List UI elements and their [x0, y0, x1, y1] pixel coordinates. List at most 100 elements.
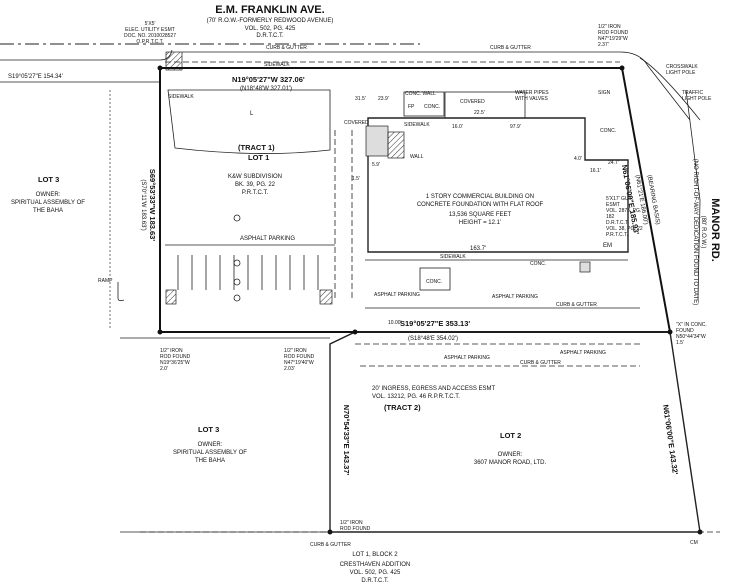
north-line-bearing: N19°05'27"W 327.06': [232, 75, 305, 84]
sidewalk-label-bldg: SIDEWALK: [404, 122, 430, 128]
traffic-1: TRAFFIC: [682, 90, 703, 96]
lot3-owner-top-2: SPIRITUAL ASSEMBLY OF: [11, 200, 85, 206]
x-found-4: 1.5': [676, 340, 684, 346]
sign-label: SIGN: [598, 90, 611, 96]
ramp-label: RAMP: [98, 278, 113, 284]
conc-wall-label: CONC. WALL: [405, 91, 436, 97]
curb-label-bottom: CURB & GUTTER: [310, 542, 351, 548]
ingress-2: VOL. 13212, PG. 46 R.P.R.T.C.T.: [372, 394, 460, 400]
curb-line-north: [182, 51, 691, 121]
far-left-bearing: S19°05'27"E 154.34': [8, 74, 63, 80]
lot3-owner-bottom-1: OWNER:: [198, 442, 223, 448]
asphalt-label-3: ASPHALT PARKING: [492, 294, 538, 300]
lot3-owner-bottom-3: THE BAHA: [195, 458, 225, 464]
asphalt-label-5: ASPHALT PARKING: [444, 355, 490, 361]
building-label-1: 1 STORY COMMERCIAL BUILDING ON: [426, 194, 534, 200]
subdivision-1: K&W SUBDIVISION: [228, 174, 282, 180]
dim-16-1: 16.1': [590, 168, 601, 174]
subdivision-3: P.R.T.C.T.: [242, 190, 269, 196]
dim-22: 22.5': [474, 110, 485, 116]
crosswalk-2: LIGHT POLE: [666, 70, 696, 76]
utility-esmt-3: DOC. NO. 2010028527: [124, 33, 176, 39]
transformer-pad: [579, 261, 591, 273]
dim-24: 24.7': [608, 160, 619, 166]
lot1-label: LOT 1: [248, 153, 269, 162]
south-line-rec: (S18°48'E 354.02'): [408, 336, 458, 342]
lot2-label: LOT 2: [500, 431, 521, 440]
dim-5: 5.9': [372, 162, 380, 168]
traffic-2: LIGHT POLE: [682, 96, 712, 102]
iron-ne-2: ROD FOUND: [598, 30, 629, 36]
tract2-east-bearing: N61°06'00"E 143.32': [661, 404, 680, 475]
conc-label-4: CONC.: [426, 279, 442, 285]
building-sqft: 13,536 SQUARE FEET: [449, 212, 512, 218]
guy-esmt-6: VOL. 38, PG. 22: [606, 226, 643, 232]
iron-sw-1: 1/2" IRON: [160, 348, 183, 354]
conc-wall-box: [403, 91, 445, 117]
utility-esmt-4: O.P.R.T.C.T.: [136, 39, 163, 45]
ingress-1: 20' INGRESS, EGRESS AND ACCESS ESMT: [372, 386, 496, 392]
guy-esmt-2: ESMT: [606, 202, 620, 208]
wall-label: WALL: [410, 154, 424, 160]
iron-bot-2: ROD FOUND: [340, 526, 371, 532]
street-east-row: (80' R.O.W.): [700, 216, 706, 249]
iron-ne-1: 1/2" IRON: [598, 24, 621, 30]
dim-31: 31.5': [355, 96, 366, 102]
landscape-area: [167, 89, 331, 154]
covered-label-east: COVERED: [460, 99, 485, 105]
conc-label-3: CONC.: [530, 261, 546, 267]
cresthaven-3: VOL. 502, PG. 425: [350, 570, 401, 576]
street-east-name: MANOR RD.: [709, 198, 721, 262]
street-east-note: (NO RIGHT-OF-WAY DEDICATION FOUND TO DAT…: [692, 159, 698, 305]
tract1-label: (TRACT 1): [238, 143, 275, 152]
conc-pad: [419, 267, 451, 291]
lot3-owner-top-3: THE BAHA: [33, 208, 63, 214]
cresthaven-1: LOT 1, BLOCK 2: [352, 552, 398, 558]
dim-23: 23.9': [378, 96, 389, 102]
building-label-2: CONCRETE FOUNDATION WITH FLAT ROOF: [417, 202, 544, 208]
street-north-vol: VOL. 502, PG. 425: [245, 26, 296, 32]
south-line-bearing: S19°05'27"E 353.13': [400, 319, 470, 328]
guy-esmt-7: P.R.T.C.T.: [606, 232, 628, 238]
iron-bot-1: 1/2" IRON: [340, 520, 363, 526]
dim-97: 97.9': [510, 124, 521, 130]
west-line-rec: (S70°11'W 183.63'): [140, 179, 146, 230]
north-line-rec: (N18°48'W 327.01'): [240, 86, 292, 92]
curb-label-mid: CURB & GUTTER: [556, 302, 597, 308]
curb-line-nw: [0, 49, 173, 61]
asphalt-label-4: ASPHALT PARKING: [560, 350, 606, 356]
asphalt-label-2: ASPHALT PARKING: [374, 292, 420, 298]
utility-esmt-1: 5'X5': [145, 21, 156, 27]
tract2-label: (TRACT 2): [384, 403, 421, 412]
conc-label-2: CONC.: [600, 128, 616, 134]
iron-sw-4: 2.0': [160, 366, 168, 372]
guy-esmt-5: D.R.T.C.T.: [606, 220, 629, 226]
iron-mid-2: ROD FOUND: [284, 354, 315, 360]
building-outline: [367, 117, 629, 253]
curb-label-north-2: CURB & GUTTER: [490, 45, 531, 51]
dim-10: 10.00': [388, 320, 402, 326]
cresthaven-4: D.R.T.C.T.: [361, 578, 389, 584]
curb-line-ne: [639, 57, 701, 121]
curb-line-east: [685, 89, 701, 301]
x-found-1: "X" IN CONC.: [676, 322, 707, 328]
guy-esmt-1: 5'X17' GUY: [606, 196, 632, 202]
asphalt-parking-west: ASPHALT PARKING: [240, 236, 295, 242]
street-north-rec: D.R.T.C.T.: [256, 33, 284, 39]
dim-4: 4.0': [574, 156, 582, 162]
west-line-bearing: S69°53'33"W 183.63': [148, 169, 157, 241]
sidewalk-under-construction: SIDEWALK: [168, 94, 194, 100]
crosswalk-1: CROSSWALK: [666, 64, 698, 70]
utility-esmt-box: [165, 51, 183, 71]
iron-ne-3: N47°19'29"W: [598, 36, 628, 42]
covered-label-west: COVERED: [344, 120, 369, 126]
subdivision-2: BK. 39, PG. 22: [235, 182, 276, 188]
guy-esmt-3: VOL. 2873, PG.: [606, 208, 641, 214]
sidewalk-label-south: SIDEWALK: [440, 254, 466, 260]
fp-label: FP: [408, 104, 415, 110]
covered-area-east: [444, 91, 526, 119]
ramp-west: [117, 282, 125, 302]
lot2-owner-1: OWNER:: [498, 452, 523, 458]
cresthaven-2: CRESTHAVEN ADDITION: [340, 562, 411, 568]
guy-esmt-4: 182: [606, 214, 615, 220]
